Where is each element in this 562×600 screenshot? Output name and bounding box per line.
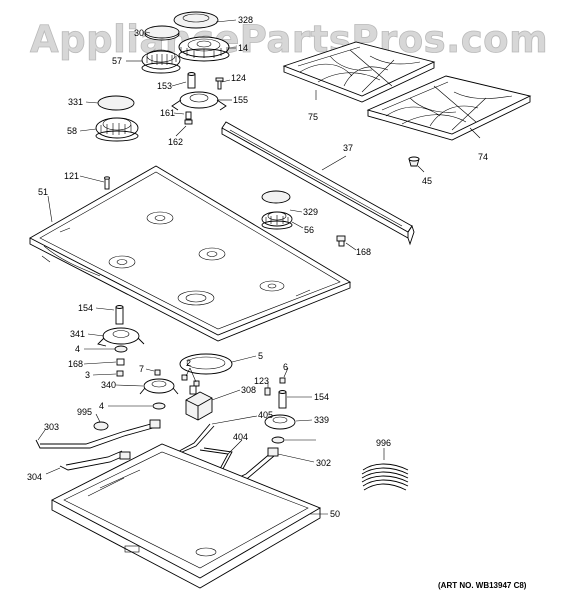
screw-3 [116, 370, 124, 377]
callout-5: 5 [258, 351, 263, 361]
callout-302: 302 [316, 458, 331, 468]
callout-303: 303 [44, 422, 59, 432]
burner-port [177, 290, 215, 306]
callout-168: 168 [356, 247, 371, 257]
burner-base-340 [139, 378, 179, 395]
burner-cap-328 [173, 11, 219, 29]
callout-50: 50 [330, 509, 340, 519]
screw-2 [181, 374, 200, 387]
spark-electrode-161 [184, 111, 193, 125]
orifice-154-right [278, 390, 287, 409]
callout-155: 155 [233, 95, 248, 105]
burner-port [198, 247, 226, 261]
callout-75: 75 [308, 112, 318, 122]
callout-162: 162 [168, 137, 183, 147]
burner-head-58 [95, 117, 139, 142]
callout-4-a: 4 [75, 344, 80, 354]
callout-168-b: 168 [68, 359, 83, 369]
callout-308: 308 [241, 385, 256, 395]
burner-base-339 [264, 414, 296, 430]
grommet-995 [93, 421, 109, 431]
callout-331: 331 [68, 97, 83, 107]
callout-404: 404 [233, 432, 248, 442]
callout-153: 153 [157, 81, 172, 91]
gas-tube-303 [35, 419, 161, 449]
spark-plug-168 [336, 235, 346, 247]
callout-161: 161 [160, 108, 175, 118]
callout-123: 123 [254, 376, 269, 386]
nut-4-right [271, 436, 285, 444]
leader-lines [37, 19, 481, 515]
callout-58: 58 [67, 126, 77, 136]
screw-6 [279, 377, 286, 384]
burner-port [108, 255, 136, 269]
orifice-153 [187, 72, 196, 89]
callout-6: 6 [283, 362, 288, 372]
grate-foot-45 [408, 156, 420, 167]
burner-base-155 [171, 91, 227, 111]
valve-308 [185, 385, 213, 421]
callout-14: 14 [238, 43, 248, 53]
grate-75 [282, 41, 436, 103]
gas-tube-304 [59, 450, 131, 471]
burner-port [259, 280, 285, 292]
art-number: (ART NO. WB13947 C8) [438, 581, 527, 590]
screw-123 [264, 387, 271, 396]
wire-harness-996 [361, 463, 409, 491]
rail-37 [221, 121, 415, 246]
callout-74: 74 [478, 152, 488, 162]
callout-56: 56 [304, 225, 314, 235]
burner-head-56 [261, 211, 293, 230]
burner-head-14 [178, 36, 230, 62]
callout-405: 405 [258, 410, 273, 420]
callout-121: 121 [64, 171, 79, 181]
nut-4-left-lower [152, 402, 166, 410]
burner-cap-30 [144, 25, 180, 41]
burner-cap-331 [97, 95, 135, 111]
burner-cap-329 [261, 190, 291, 204]
callout-57: 57 [112, 56, 122, 66]
spark-plug-168-lower [116, 358, 125, 366]
callout-995: 995 [77, 407, 92, 417]
burner-base-341 [97, 327, 145, 347]
callout-124: 124 [231, 73, 246, 83]
burner-head-57 [141, 49, 181, 74]
pin-121 [104, 176, 110, 190]
watermark-text: AppliancePartsPros.com [30, 18, 548, 61]
callout-2: 2 [186, 358, 191, 368]
callout-329: 329 [303, 207, 318, 217]
callout-4-b: 4 [99, 401, 104, 411]
callout-3: 3 [85, 370, 90, 380]
callout-45: 45 [422, 176, 432, 186]
callout-labels: 30 328 14 57 153 124 155 331 161 58 162 … [27, 15, 488, 519]
callout-341: 341 [70, 329, 85, 339]
nut-4-left-upper [114, 345, 128, 353]
callout-328: 328 [238, 15, 253, 25]
callout-154: 154 [78, 303, 93, 313]
orifice-154 [115, 305, 124, 325]
callout-30: 30 [134, 28, 144, 38]
callout-7: 7 [139, 364, 144, 374]
screw-7 [154, 369, 161, 376]
bottom-pan-50 [51, 443, 322, 589]
callout-51: 51 [38, 187, 48, 197]
screw-124 [215, 77, 224, 90]
cooktop-51 [29, 165, 352, 342]
grate-74 [366, 75, 532, 141]
ring-5 [179, 353, 233, 375]
callout-996: 996 [376, 438, 391, 448]
callout-339: 339 [314, 415, 329, 425]
callout-37: 37 [343, 143, 353, 153]
callout-340: 340 [101, 380, 116, 390]
burner-port [146, 211, 174, 225]
callout-154-b: 154 [314, 392, 329, 402]
callout-304: 304 [27, 472, 42, 482]
